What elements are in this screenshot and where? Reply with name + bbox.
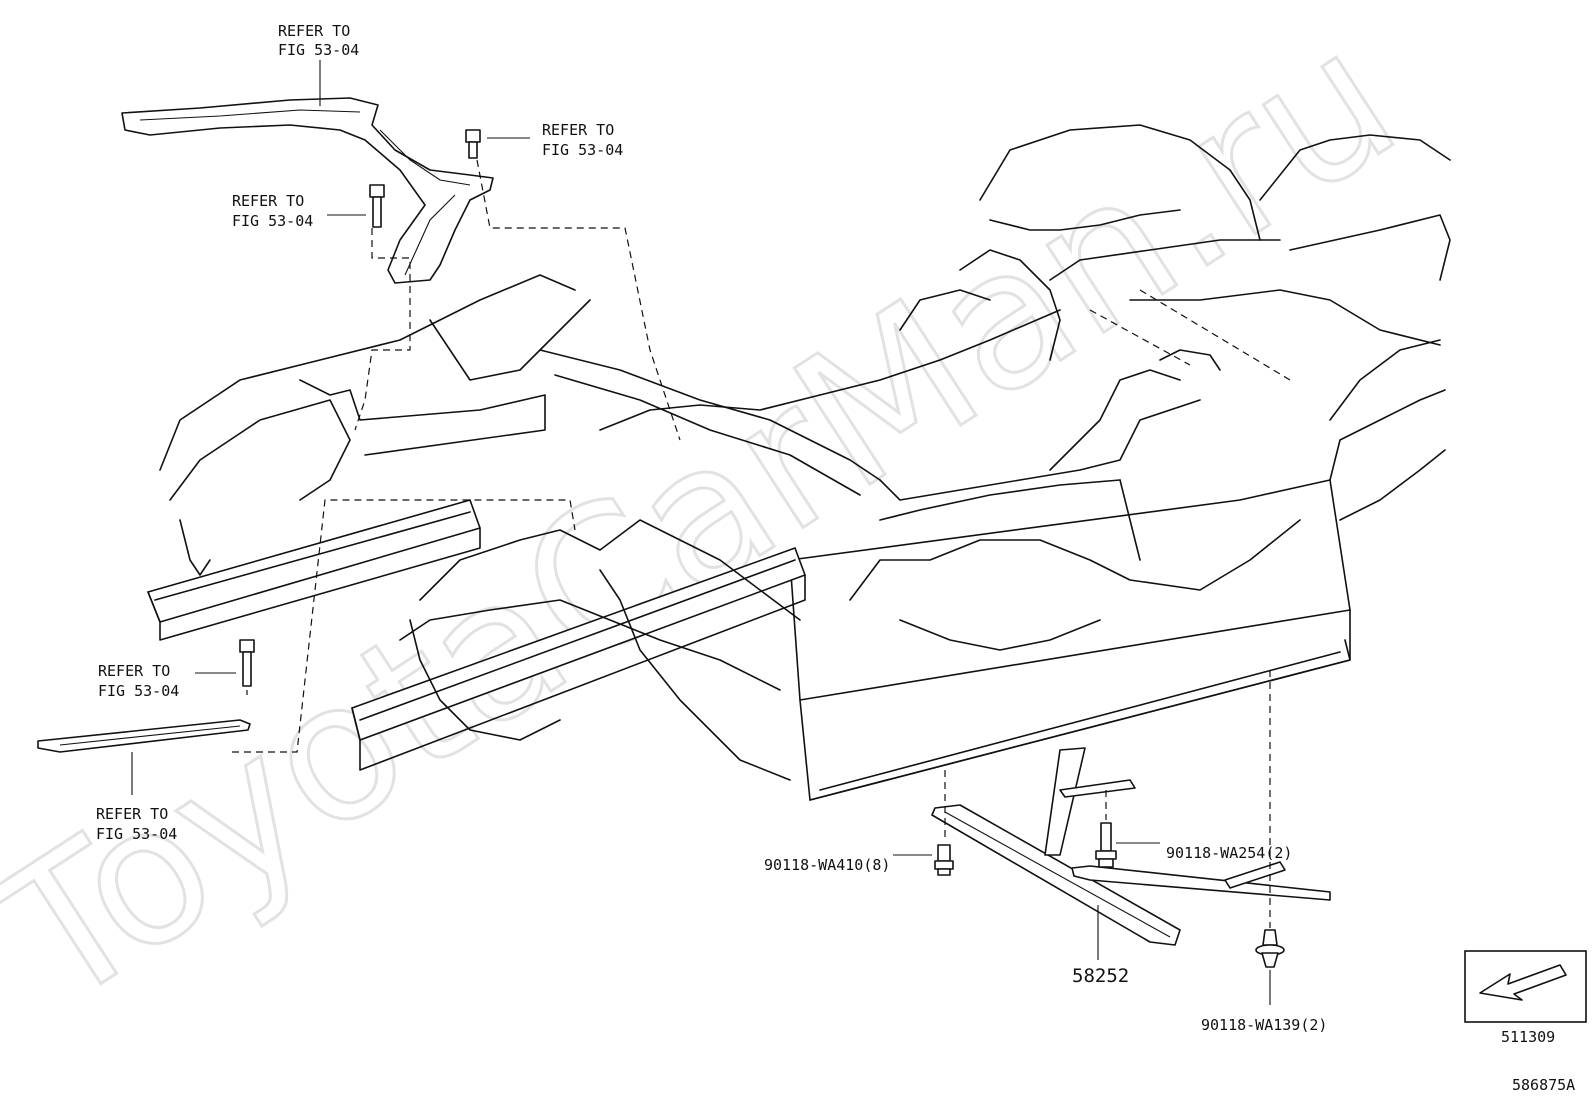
underbody-frame <box>147 124 1451 801</box>
svg-text:FIG 53-04: FIG 53-04 <box>278 41 359 59</box>
part-number-90118-wa410[interactable]: 90118-WA410(8) <box>764 856 890 874</box>
svg-text:REFER TO: REFER TO <box>98 662 170 680</box>
svg-text:FIG 53-04: FIG 53-04 <box>232 212 313 230</box>
brace-58252-part <box>931 747 1331 946</box>
callout-left-bolt: REFER TO FIG 53-04 <box>232 192 313 230</box>
part-number-58252[interactable]: 58252 <box>1072 965 1129 987</box>
part-number-90118-wa254[interactable]: 90118-WA254(2) <box>1166 844 1292 862</box>
bolt-90118-wa410-icon <box>934 844 954 876</box>
svg-text:FIG 53-04: FIG 53-04 <box>542 141 623 159</box>
svg-text:FIG 53-04: FIG 53-04 <box>98 682 179 700</box>
bolt-top-mid <box>465 129 481 159</box>
lower-rod <box>37 719 251 753</box>
svg-text:FIG 53-04: FIG 53-04 <box>96 825 177 843</box>
bolt-upper-left <box>369 184 385 228</box>
svg-text:REFER TO: REFER TO <box>96 805 168 823</box>
svg-text:REFER TO: REFER TO <box>542 121 614 139</box>
part-number-90118-wa139[interactable]: 90118-WA139(2) <box>1201 1016 1327 1034</box>
direction-arrow-icon <box>1479 964 1567 1001</box>
clip-90118-wa139-icon <box>1255 929 1285 968</box>
callout-top-mid: REFER TO FIG 53-04 <box>542 121 623 159</box>
svg-text:REFER TO: REFER TO <box>232 192 304 210</box>
svg-text:REFER TO: REFER TO <box>278 22 350 40</box>
inset-code: 511309 <box>1501 1028 1555 1046</box>
callout-bottom-left: REFER TO FIG 53-04 <box>96 805 177 843</box>
bolt-90118-wa254-icon <box>1095 822 1117 868</box>
bolt-mid-left <box>239 639 255 687</box>
leader-lines <box>131 60 1291 1005</box>
upper-brace <box>121 97 494 284</box>
view-direction-inset: 511309 <box>1464 950 1587 1046</box>
figure-code: 586875A <box>1512 1076 1575 1094</box>
callout-top-left: REFER TO FIG 53-04 <box>278 22 359 59</box>
callout-mid-left-bolt: REFER TO FIG 53-04 <box>98 662 179 700</box>
